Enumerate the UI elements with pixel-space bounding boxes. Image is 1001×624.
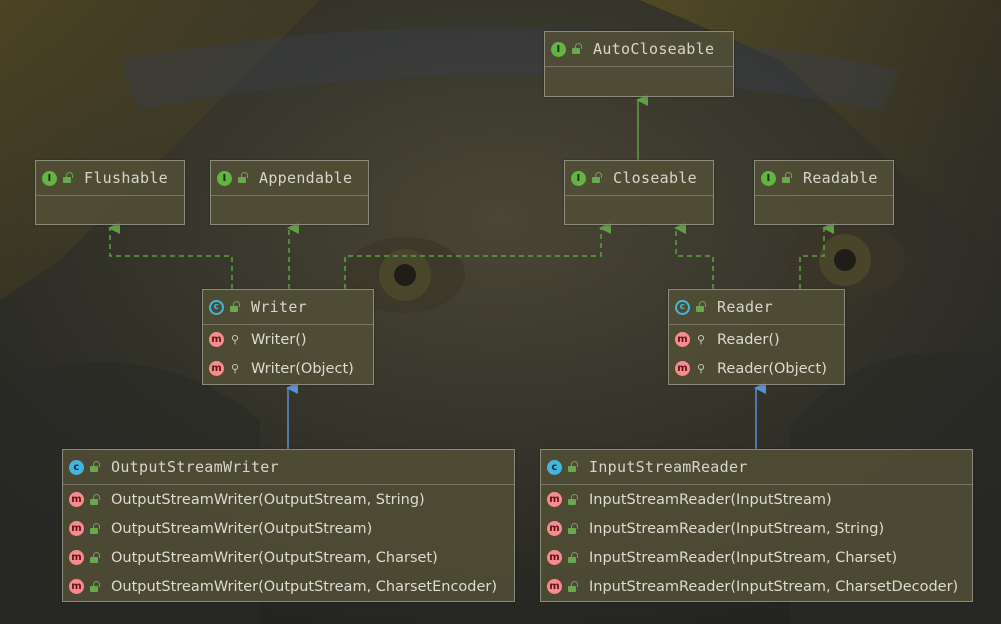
- method-signature: Reader(): [717, 331, 780, 348]
- node-appendable[interactable]: I Appendable: [210, 160, 369, 225]
- node-title: Reader: [717, 298, 773, 316]
- node-outputstreamwriter[interactable]: c OutputStreamWriter m OutputStreamWrite…: [62, 449, 515, 602]
- node-header: I Closeable: [565, 161, 713, 196]
- method-signature: InputStreamReader(InputStream, CharsetDe…: [589, 578, 959, 595]
- public-lock-icon: [567, 552, 579, 564]
- public-lock-icon: [89, 523, 101, 535]
- node-autocloseable[interactable]: I AutoCloseable: [544, 31, 734, 97]
- node-title: InputStreamReader: [589, 458, 748, 476]
- public-lock-icon: [89, 461, 101, 473]
- protected-key-icon: [229, 334, 241, 346]
- public-lock-icon: [567, 523, 579, 535]
- method-row[interactable]: m InputStreamReader(InputStream, String): [541, 514, 972, 543]
- method-icon: m: [675, 332, 690, 347]
- node-header: I Readable: [755, 161, 893, 196]
- public-lock-icon: [781, 172, 793, 184]
- node-header: I Appendable: [211, 161, 368, 196]
- public-lock-icon: [62, 172, 74, 184]
- node-header: c Writer: [203, 290, 373, 325]
- method-row[interactable]: m OutputStreamWriter(OutputStream, Chars…: [63, 572, 514, 601]
- method-icon: m: [69, 492, 84, 507]
- method-row[interactable]: m Reader(): [669, 325, 844, 354]
- node-title: Closeable: [613, 169, 697, 187]
- interface-icon: I: [42, 170, 57, 186]
- method-icon: m: [209, 332, 224, 347]
- public-lock-icon: [89, 494, 101, 506]
- interface-icon: I: [551, 41, 566, 57]
- method-row[interactable]: m OutputStreamWriter(OutputStream): [63, 514, 514, 543]
- method-row[interactable]: m InputStreamReader(InputStream): [541, 485, 972, 514]
- method-signature: OutputStreamWriter(OutputStream, Charset…: [111, 549, 438, 566]
- method-signature: Writer(): [251, 331, 307, 348]
- method-icon: m: [209, 361, 224, 376]
- node-writer[interactable]: c Writer m Writer() m Writer(Object): [202, 289, 374, 385]
- method-signature: Reader(Object): [717, 360, 827, 377]
- public-lock-icon: [591, 172, 603, 184]
- node-title: Readable: [803, 169, 878, 187]
- protected-key-icon: [229, 363, 241, 375]
- public-lock-icon: [229, 301, 241, 313]
- abstract-class-icon: c: [209, 299, 224, 315]
- method-row[interactable]: m Reader(Object): [669, 354, 844, 383]
- method-icon: m: [547, 492, 562, 507]
- interface-icon: I: [571, 170, 586, 186]
- public-lock-icon: [567, 494, 579, 506]
- public-lock-icon: [695, 301, 707, 313]
- node-readable[interactable]: I Readable: [754, 160, 894, 225]
- method-signature: InputStreamReader(InputStream, String): [589, 520, 885, 537]
- protected-key-icon: [695, 334, 707, 346]
- node-closeable[interactable]: I Closeable: [564, 160, 714, 225]
- method-icon: m: [547, 579, 562, 594]
- node-header: c InputStreamReader: [541, 450, 972, 485]
- public-lock-icon: [567, 461, 579, 473]
- public-lock-icon: [571, 43, 583, 55]
- interface-icon: I: [217, 170, 232, 186]
- method-icon: m: [69, 579, 84, 594]
- node-header: I AutoCloseable: [545, 32, 733, 67]
- class-icon: c: [69, 459, 84, 475]
- node-title: Writer: [251, 298, 307, 316]
- abstract-class-icon: c: [675, 299, 690, 315]
- node-inputstreamreader[interactable]: c InputStreamReader m InputStreamReader(…: [540, 449, 973, 602]
- method-row[interactable]: m InputStreamReader(InputStream, Charset…: [541, 572, 972, 601]
- protected-key-icon: [695, 363, 707, 375]
- public-lock-icon: [567, 581, 579, 593]
- class-icon: c: [547, 459, 562, 475]
- method-row[interactable]: m InputStreamReader(InputStream, Charset…: [541, 543, 972, 572]
- node-title: AutoCloseable: [593, 40, 715, 58]
- node-title: Appendable: [259, 169, 353, 187]
- node-reader[interactable]: c Reader m Reader() m Reader(Object): [668, 289, 845, 385]
- node-header: I Flushable: [36, 161, 184, 196]
- method-signature: OutputStreamWriter(OutputStream, String): [111, 491, 425, 508]
- public-lock-icon: [237, 172, 249, 184]
- method-signature: InputStreamReader(InputStream, Charset): [589, 549, 898, 566]
- method-signature: OutputStreamWriter(OutputStream, Charset…: [111, 578, 498, 595]
- public-lock-icon: [89, 581, 101, 593]
- method-icon: m: [69, 550, 84, 565]
- public-lock-icon: [89, 552, 101, 564]
- node-title: Flushable: [84, 169, 168, 187]
- method-signature: OutputStreamWriter(OutputStream): [111, 520, 373, 537]
- method-signature: InputStreamReader(InputStream): [589, 491, 832, 508]
- method-icon: m: [675, 361, 690, 376]
- node-flushable[interactable]: I Flushable: [35, 160, 185, 225]
- method-icon: m: [69, 521, 84, 536]
- method-row[interactable]: m OutputStreamWriter(OutputStream, Strin…: [63, 485, 514, 514]
- node-header: c OutputStreamWriter: [63, 450, 514, 485]
- node-header: c Reader: [669, 290, 844, 325]
- method-row[interactable]: m Writer(): [203, 325, 373, 354]
- method-icon: m: [547, 550, 562, 565]
- method-signature: Writer(Object): [251, 360, 354, 377]
- interface-icon: I: [761, 170, 776, 186]
- node-title: OutputStreamWriter: [111, 458, 279, 476]
- method-row[interactable]: m Writer(Object): [203, 354, 373, 383]
- method-row[interactable]: m OutputStreamWriter(OutputStream, Chars…: [63, 543, 514, 572]
- method-icon: m: [547, 521, 562, 536]
